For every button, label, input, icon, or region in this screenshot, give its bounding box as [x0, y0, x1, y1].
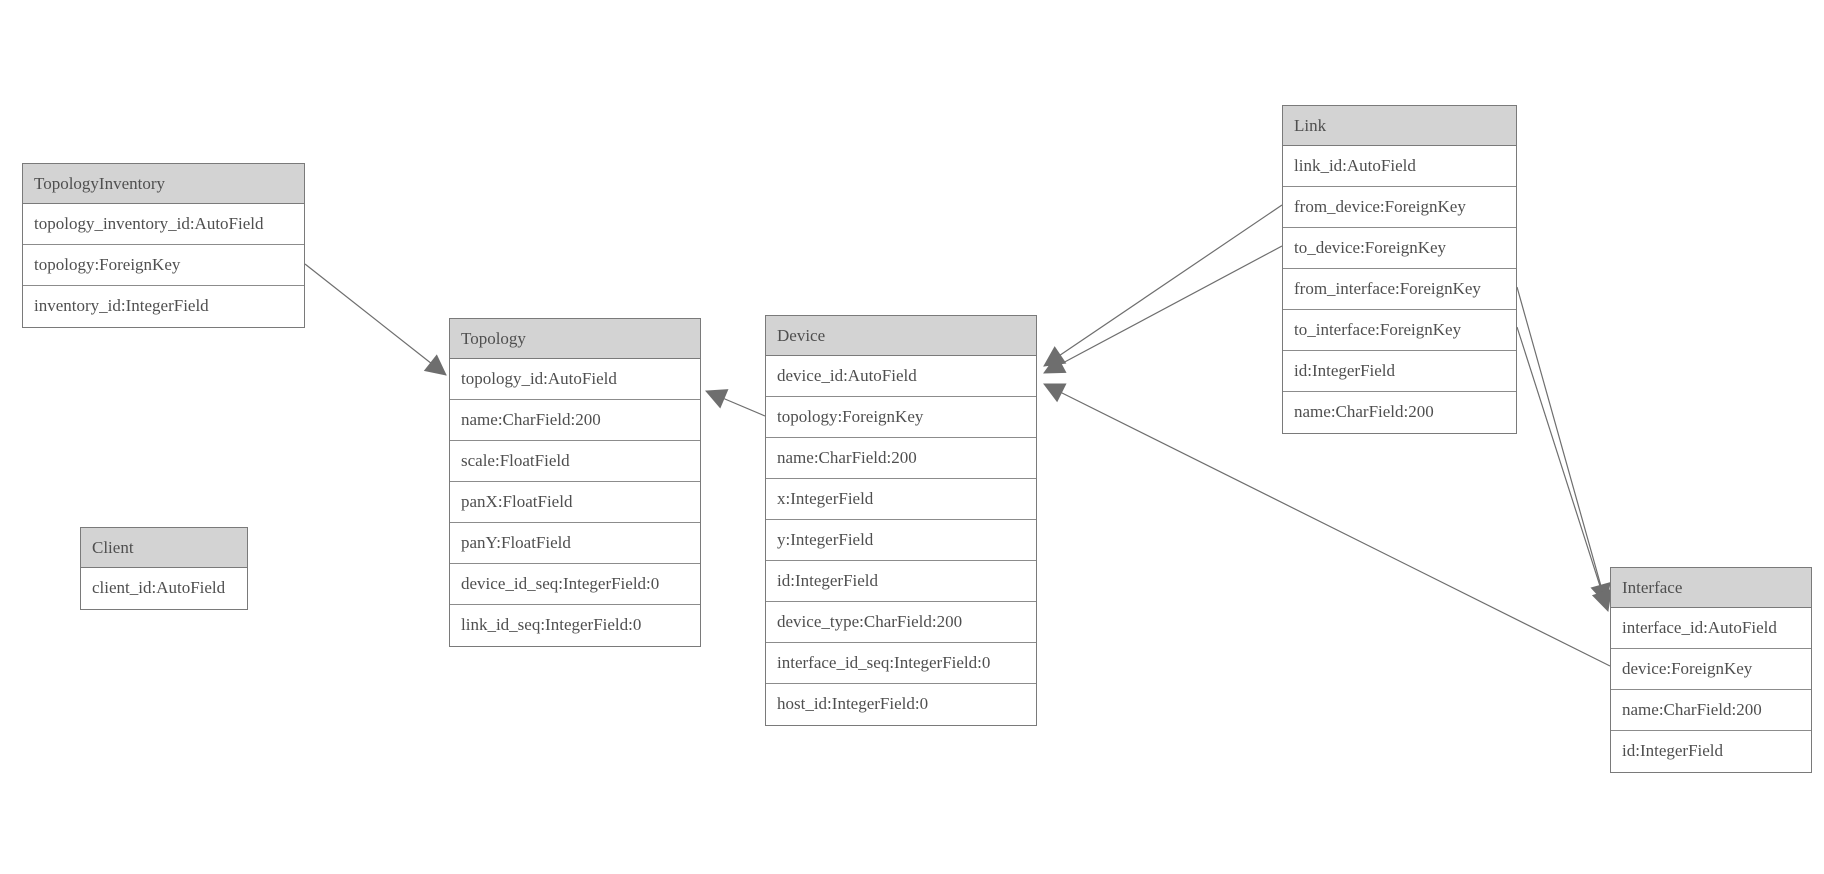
field-row: panX:FloatField — [450, 482, 700, 523]
field-row: panY:FloatField — [450, 523, 700, 564]
field-row: name:CharField:200 — [1294, 402, 1434, 421]
field-row: client_id:AutoField — [92, 578, 226, 597]
field-row: interface_id_seq:IntegerField:0 — [766, 643, 1036, 684]
field-row: y:IntegerField — [766, 520, 1036, 561]
entity-device-title: Device — [766, 316, 1036, 356]
field-row: from_device:ForeignKey — [1283, 187, 1516, 228]
field-row: device_id_seq:IntegerField:0 — [450, 564, 700, 605]
field-row: name:CharField:200 — [450, 400, 700, 441]
field-row: x:IntegerField — [766, 479, 1036, 520]
field-row: id:IntegerField — [1622, 741, 1724, 760]
entity-client: Client client_id:AutoField — [80, 527, 248, 610]
field-row: id:IntegerField — [766, 561, 1036, 602]
edge-link-tointerface-interface — [1516, 326, 1612, 612]
field-row: name:CharField:200 — [1611, 690, 1811, 731]
field-row: link_id:AutoField — [1283, 146, 1516, 187]
edge-topologyinventory-topology — [304, 263, 447, 376]
edge-link-fromdevice-device — [1043, 204, 1283, 367]
field-row: to_interface:ForeignKey — [1283, 310, 1516, 351]
entity-topologyinventory: TopologyInventory topology_inventory_id:… — [22, 163, 305, 328]
entity-link-title: Link — [1283, 106, 1516, 146]
field-row: topology_inventory_id:AutoField — [23, 204, 304, 245]
entity-topology: Topology topology_id:AutoField name:Char… — [449, 318, 701, 647]
field-row: device_id:AutoField — [766, 356, 1036, 397]
edge-interface-device — [1043, 383, 1611, 667]
field-row: inventory_id:IntegerField — [34, 296, 209, 315]
entity-topologyinventory-title: TopologyInventory — [23, 164, 304, 204]
edge-device-topology — [705, 389, 766, 417]
edge-link-todevice-device — [1043, 245, 1283, 374]
edge-link-frominterface-interface — [1516, 286, 1611, 606]
field-row: name:CharField:200 — [766, 438, 1036, 479]
field-row: device:ForeignKey — [1611, 649, 1811, 690]
entity-device: Device device_id:AutoField topology:Fore… — [765, 315, 1037, 726]
field-row: interface_id:AutoField — [1611, 608, 1811, 649]
field-row: topology:ForeignKey — [766, 397, 1036, 438]
entity-interface: Interface interface_id:AutoField device:… — [1610, 567, 1812, 773]
entity-topology-title: Topology — [450, 319, 700, 359]
field-row: scale:FloatField — [450, 441, 700, 482]
entity-interface-title: Interface — [1611, 568, 1811, 608]
field-row: link_id_seq:IntegerField:0 — [461, 615, 642, 634]
field-row: to_device:ForeignKey — [1283, 228, 1516, 269]
field-row: topology:ForeignKey — [23, 245, 304, 286]
field-row: from_interface:ForeignKey — [1283, 269, 1516, 310]
field-row: topology_id:AutoField — [450, 359, 700, 400]
field-row: device_type:CharField:200 — [766, 602, 1036, 643]
field-row: id:IntegerField — [1283, 351, 1516, 392]
entity-link: Link link_id:AutoField from_device:Forei… — [1282, 105, 1517, 434]
entity-client-title: Client — [81, 528, 247, 568]
field-row: host_id:IntegerField:0 — [777, 694, 929, 713]
